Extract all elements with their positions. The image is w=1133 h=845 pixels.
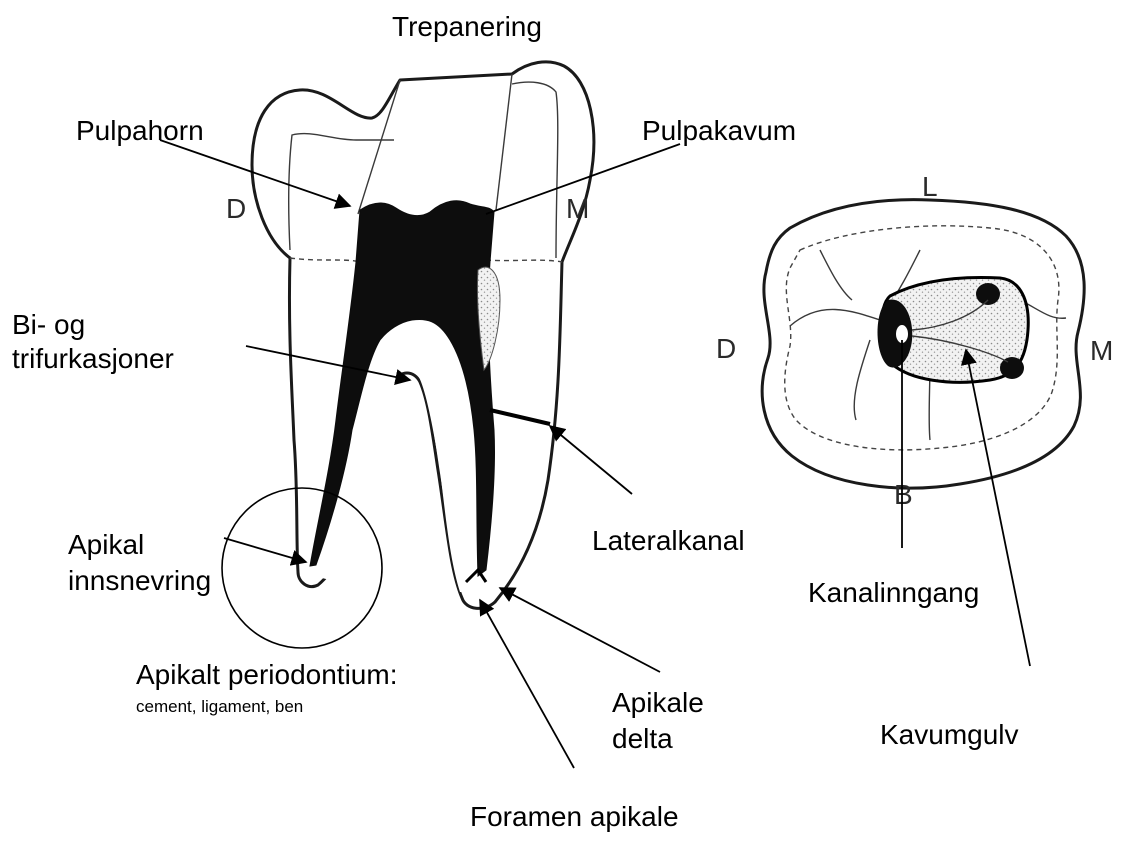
leader-foramen-apikale <box>480 600 574 768</box>
molar-occlusal-view: L D M B <box>716 171 1113 510</box>
label-trepanering: Trepanering <box>392 11 542 42</box>
label-apikalt-periodontium: Apikalt periodontium: <box>136 659 397 690</box>
label-pulpahorn: Pulpahorn <box>76 115 204 146</box>
label-bifurk-line2: trifurkasjoner <box>12 343 174 374</box>
side-mesial-label: M <box>566 193 589 224</box>
label-apikal-line2: innsnevring <box>68 565 211 596</box>
leader-lateralkanal <box>550 426 632 494</box>
label-apikale-line1: Apikale <box>612 687 704 718</box>
label-lateralkanal: Lateralkanal <box>592 525 745 556</box>
label-apikal-line1: Apikal <box>68 529 144 560</box>
label-kanalinngang: Kanalinngang <box>808 577 979 608</box>
tooth-outline <box>252 62 594 609</box>
label-apikalt-periodontium-sub: cement, ligament, ben <box>136 697 303 716</box>
occlusal-buccal-label: B <box>894 479 913 510</box>
label-bifurk-line1: Bi- og <box>12 309 85 340</box>
labels: Trepanering Pulpahorn Pulpakavum Bi- og … <box>12 11 1019 832</box>
occlusal-lingual-label: L <box>922 171 938 202</box>
molar-side-view: D M <box>226 62 594 609</box>
occlusal-groove-3 <box>854 340 870 420</box>
access-cavity-wall-right <box>496 74 512 210</box>
access-cavity-wall-left <box>358 80 400 214</box>
label-pulpakavum: Pulpakavum <box>642 115 796 146</box>
cej-line-mesial <box>486 260 562 262</box>
label-kavumgulv: Kavumgulv <box>880 719 1019 750</box>
lateral-canal <box>490 410 550 424</box>
leader-kavumgulv <box>966 350 1030 666</box>
cej-line <box>290 258 360 262</box>
canal-orifice-mesiobuccal <box>976 283 1000 305</box>
leader-bifurkasjoner <box>246 346 410 380</box>
occlusal-groove-1 <box>790 309 880 326</box>
enamel-line-mesial <box>512 82 558 258</box>
label-apikale-line2: delta <box>612 723 673 754</box>
label-foramen-apikale: Foramen apikale <box>470 801 679 832</box>
pulp-inner-gap-right <box>416 372 470 592</box>
occlusal-mesial-label: M <box>1090 335 1113 366</box>
side-distal-label: D <box>226 193 246 224</box>
occlusal-distal-label: D <box>716 333 736 364</box>
leader-apikale-delta <box>500 588 660 672</box>
pulp-chamber <box>310 201 495 576</box>
leader-apikal-innsnevring <box>224 538 306 562</box>
occlusal-groove-6 <box>820 250 852 300</box>
